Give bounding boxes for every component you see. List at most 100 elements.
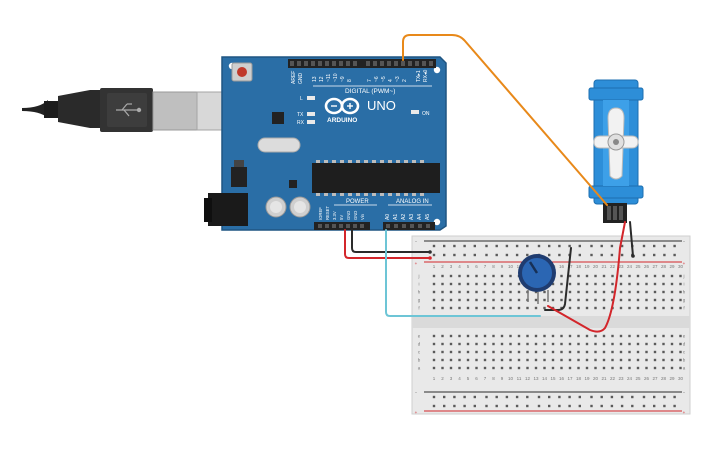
breadboard-hole	[578, 244, 581, 248]
breadboard-hole	[543, 342, 546, 346]
breadboard-hole	[670, 334, 674, 338]
breadboard-hole	[466, 366, 470, 370]
breadboard-hole	[670, 306, 674, 310]
breadboard-hole	[509, 342, 512, 346]
breadboard-hole	[610, 253, 614, 257]
breadboard-hole	[653, 350, 657, 354]
breadboard-row-label: b	[683, 358, 686, 363]
breadboard-hole	[492, 350, 495, 354]
led-rx-label: RX	[297, 120, 305, 126]
breadboard-hole	[568, 350, 572, 354]
breadboard-column-label: 18	[576, 376, 582, 381]
breadboard-column-label: 28	[661, 376, 667, 381]
arduino-uno-board: AREF GND 13 12 ~11 ~10 ~9 8 7 ~6 ~5 4 ~3…	[204, 56, 447, 231]
breadboard-hole	[483, 366, 487, 370]
breadboard-hole	[475, 350, 478, 354]
usb-chip	[272, 112, 284, 124]
breadboard-hole	[611, 290, 614, 294]
breadboard-hole	[620, 395, 624, 399]
analog-wire-a0	[385, 229, 541, 317]
servo-motor	[588, 79, 644, 223]
servo-power-wire	[547, 221, 626, 333]
breadboard-hole	[449, 358, 453, 362]
rail-polarity-label: +	[683, 261, 686, 266]
rail-polarity-label: -	[415, 390, 417, 395]
breadboard-column-label: 6	[475, 376, 478, 381]
breadboard-hole	[509, 366, 512, 370]
breadboard-hole	[645, 298, 648, 302]
breadboard-column-label: 18	[576, 264, 582, 269]
breadboard-hole	[568, 298, 572, 302]
breadboard-hole	[679, 274, 682, 278]
breadboard-hole	[670, 350, 674, 354]
power-pin-labels: IOREF RESET 3.3V 5V GND GND Vin	[318, 206, 365, 220]
breadboard-hole	[534, 298, 538, 302]
breadboard-hole	[610, 395, 614, 399]
breadboard-hole	[611, 350, 614, 354]
breadboard-hole	[466, 282, 470, 286]
breadboard-hole	[602, 366, 606, 370]
breadboard-hole	[517, 366, 521, 370]
breadboard-hole	[509, 334, 512, 338]
breadboard-hole	[585, 274, 589, 278]
breadboard-hole	[517, 342, 521, 346]
breadboard-hole	[594, 342, 597, 346]
capacitor	[265, 196, 287, 218]
pin-label: 4	[388, 79, 394, 82]
pin-label: ~10	[333, 73, 339, 82]
breadboard-hole	[449, 306, 453, 310]
breadboard-hole	[432, 306, 436, 310]
breadboard-row-label: b	[418, 358, 421, 363]
breadboard-hole	[585, 358, 589, 362]
svg-text:Vin: Vin	[360, 213, 365, 220]
breadboard-hole	[534, 342, 538, 346]
breadboard-hole	[602, 350, 606, 354]
breadboard-hole	[526, 395, 529, 399]
breadboard-hole	[543, 350, 546, 354]
breadboard-hole	[509, 274, 512, 278]
breadboard-hole	[670, 342, 674, 346]
breadboard-hole	[662, 366, 665, 370]
breadboard-hole	[441, 282, 444, 286]
breadboard-hole	[505, 244, 509, 248]
pin-label: ~9	[340, 76, 346, 82]
breadboard-hole	[653, 404, 656, 408]
pin-label: ~6	[374, 76, 380, 82]
breadboard-hole	[463, 404, 466, 408]
breadboard-hole	[628, 334, 631, 338]
breadboard-hole	[628, 342, 631, 346]
breadboard-hole	[548, 253, 551, 257]
breadboard-hole	[432, 404, 436, 408]
breadboard-row-label: c	[683, 350, 686, 355]
breadboard-hole	[449, 334, 453, 338]
breadboard-hole	[515, 395, 519, 399]
potentiometer[interactable]	[518, 254, 556, 304]
breadboard-hole	[558, 253, 561, 257]
breadboard-column-label: 30	[678, 376, 684, 381]
breadboard-hole	[585, 306, 589, 310]
breadboard-hole	[642, 253, 646, 257]
breadboard-column-label: 27	[652, 264, 658, 269]
breadboard-column-label: 30	[678, 264, 684, 269]
reset-button[interactable]	[231, 62, 253, 82]
breadboard-hole	[466, 306, 470, 310]
breadboard-hole	[515, 244, 519, 248]
breadboard-hole	[645, 274, 648, 278]
breadboard-hole	[458, 350, 461, 354]
breadboard-column-label: 9	[501, 264, 504, 269]
breadboard-column-label: 29	[669, 264, 675, 269]
breadboard-hole	[673, 395, 676, 399]
breadboard-hole	[432, 358, 436, 362]
breadboard-hole	[619, 290, 623, 294]
analog-pin-labels: A0 A1 A2 A3 A4 A5	[385, 214, 431, 220]
breadboard-hole	[568, 282, 572, 286]
breadboard-hole	[543, 306, 546, 310]
breadboard-hole	[600, 404, 603, 408]
breadboard-row-label: i	[419, 282, 420, 287]
breadboard-hole	[458, 282, 461, 286]
breadboard-hole	[679, 350, 682, 354]
breadboard-hole	[526, 350, 529, 354]
breadboard-hole	[590, 404, 593, 408]
breadboard-hole	[432, 298, 436, 302]
pin-label: ~3	[395, 76, 401, 82]
